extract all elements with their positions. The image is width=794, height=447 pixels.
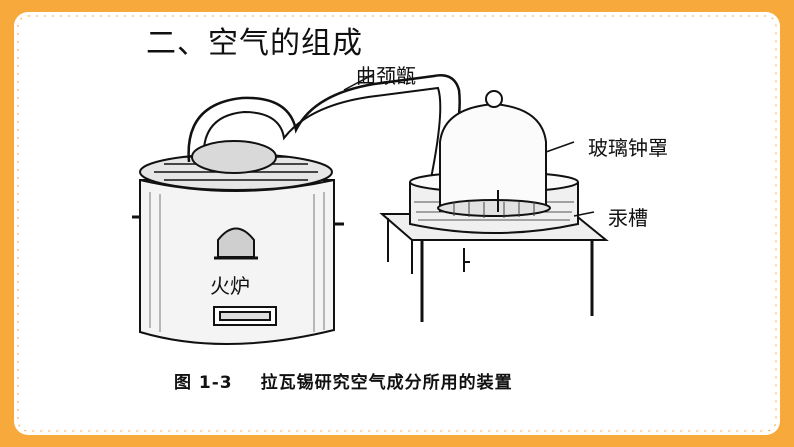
caption-number: 图 1-3 [174,373,233,393]
label-mercury-trough: 汞槽 [608,206,648,230]
caption-text: 拉瓦锡研究空气成分所用的装置 [260,373,513,393]
label-furnace: 火炉 [210,274,250,298]
label-bell-jar: 玻璃钟罩 [588,136,668,160]
lavoisier-apparatus-illustration [132,73,609,346]
slide: 二、空气的组成 [14,12,780,435]
label-retort: 曲颈甑 [356,64,416,88]
figure-caption: 图 1-3 拉瓦锡研究空气成分所用的装置 [174,368,513,393]
